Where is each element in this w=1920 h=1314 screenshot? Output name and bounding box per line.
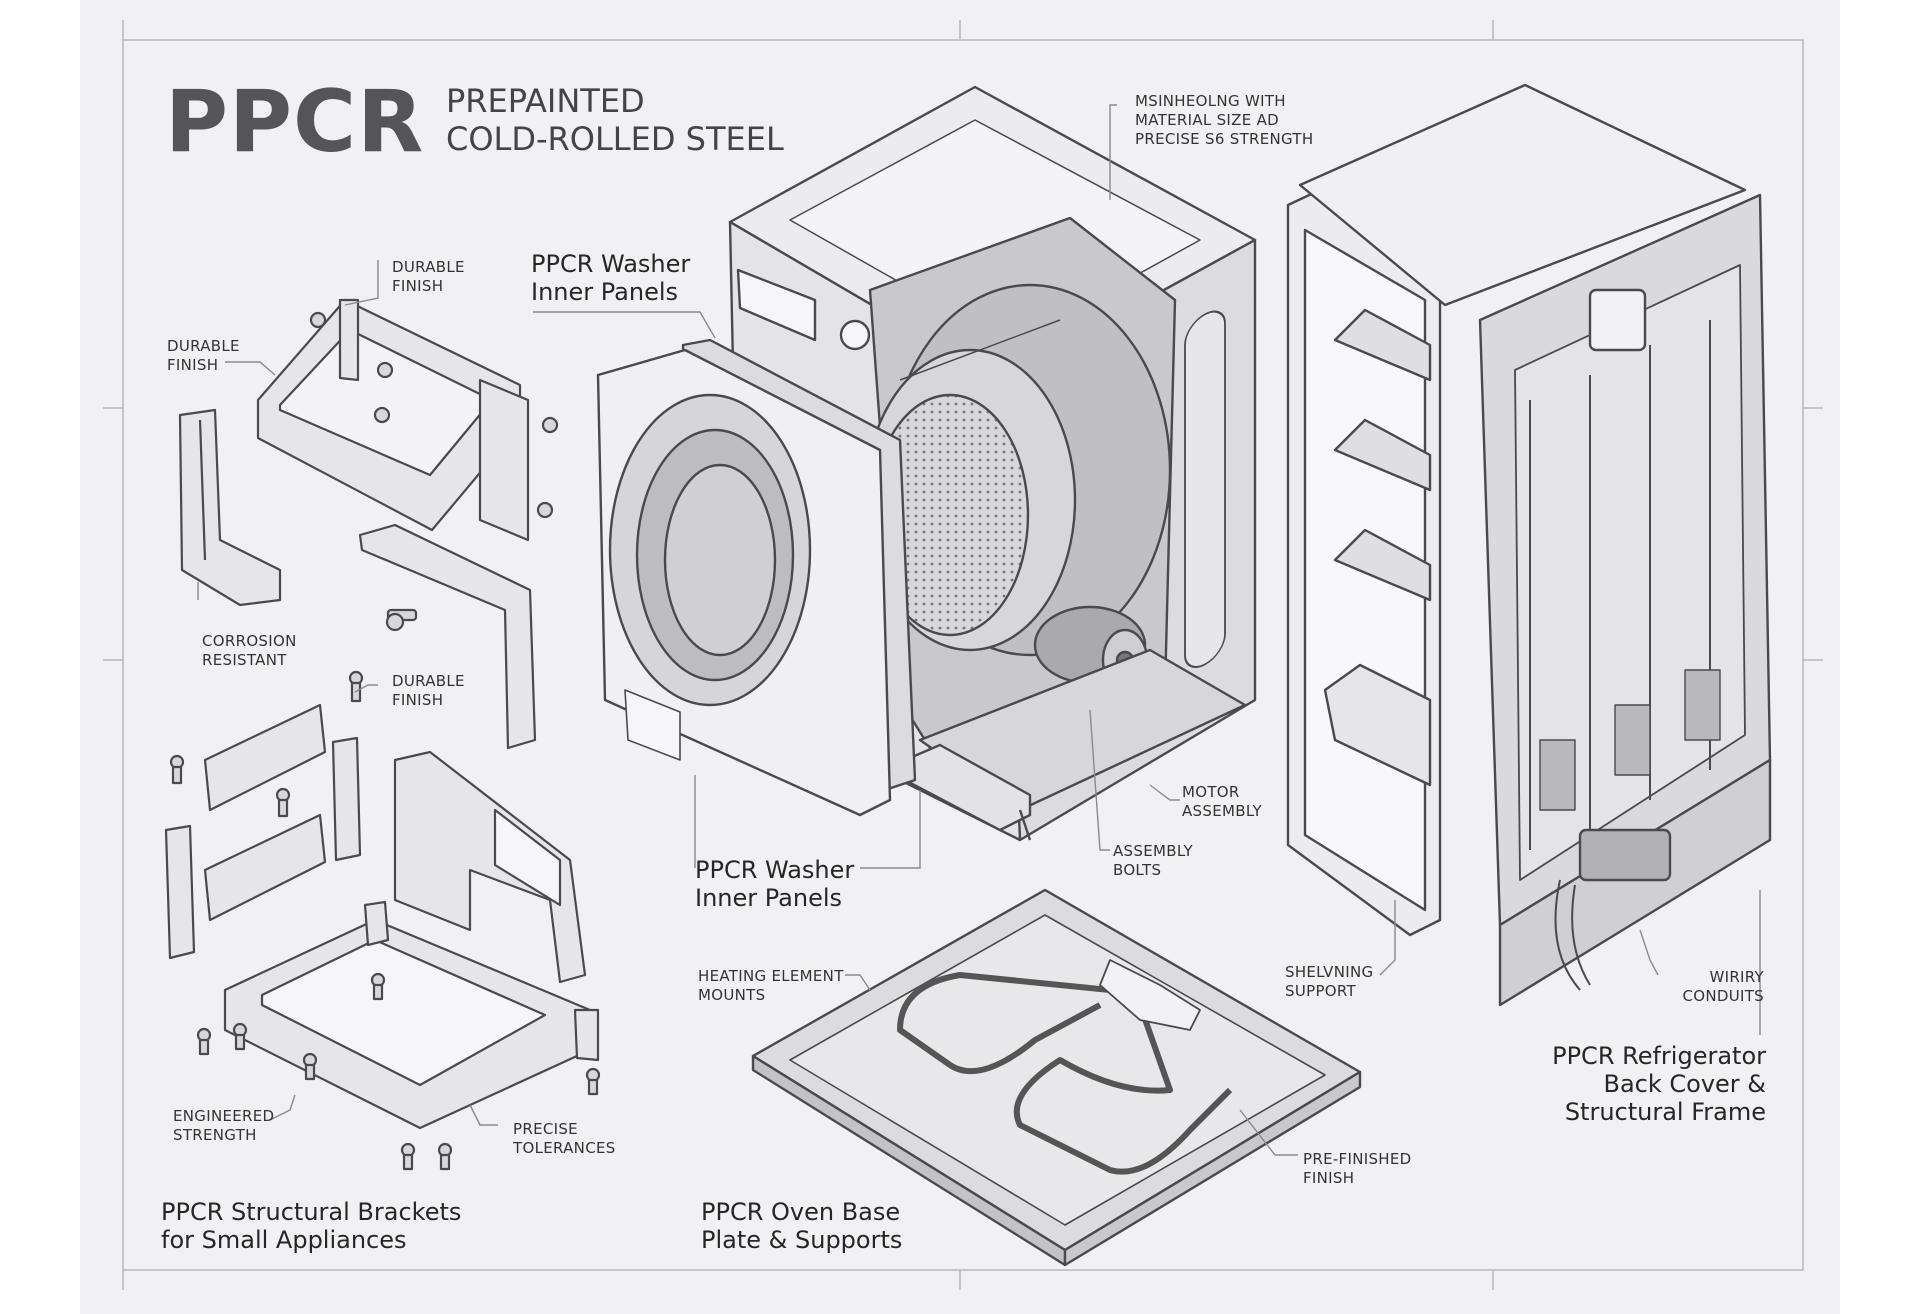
callout-corrosion-resistant: CORROSION RESISTANT xyxy=(202,632,297,669)
callout-motor-assembly: MOTOR ASSEMBLY xyxy=(1182,783,1262,820)
page-title: PPCR xyxy=(165,72,425,172)
callout-durable-finish-mid: DURABLE FINISH xyxy=(392,672,465,709)
callout-precise-tolerances: PRECISE TOLERANCES xyxy=(513,1120,616,1157)
callout-heating-element-mounts: HEATING ELEMENT MOUNTS xyxy=(698,967,844,1004)
subtitle-line-1: PREPAINTED xyxy=(446,82,645,120)
refrigerator-illustration xyxy=(1286,83,1772,1007)
washer-machine-illustration xyxy=(596,85,1257,842)
oven-plate-illustration xyxy=(751,888,1362,1267)
caption-structural-brackets: PPCR Structural Brackets for Small Appli… xyxy=(161,1198,462,1254)
callout-wiring-conduits: WIRIRY CONDUITS xyxy=(1682,968,1764,1005)
title-subtitle: PREPAINTED COLD-ROLLED STEEL xyxy=(446,82,784,158)
leader-lines xyxy=(197,104,1761,1156)
callout-durable-finish-left: DURABLE FINISH xyxy=(167,337,240,374)
caption-washer-inner-panels-top: PPCR Washer Inner Panels xyxy=(531,250,691,306)
callout-pre-finished-finish: PRE-FINISHED FINISH xyxy=(1303,1150,1412,1187)
callout-assembly-bolts: ASSEMBLY BOLTS xyxy=(1113,842,1193,879)
subtitle-line-2: COLD-ROLLED STEEL xyxy=(446,120,784,158)
caption-washer-inner-panels-bottom: PPCR Washer Inner Panels xyxy=(695,856,855,912)
caption-refrigerator-back-cover: PPCR Refrigerator Back Cover & Structura… xyxy=(1552,1042,1766,1126)
callout-shelving-support: SHELVNING SUPPORT xyxy=(1285,963,1374,1000)
caption-oven-base-plate: PPCR Oven Base Plate & Supports xyxy=(701,1198,903,1254)
callout-washer-top-note: MSINHEOLNG WITH MATERIAL SIZE AD PRECISE… xyxy=(1135,92,1314,148)
callout-engineered-strength: ENGINEERED STRENGTH xyxy=(173,1107,275,1144)
bracket-illustration xyxy=(164,298,601,1171)
frame-border xyxy=(103,20,1823,1290)
callout-durable-finish-top: DURABLE FINISH xyxy=(392,258,465,295)
